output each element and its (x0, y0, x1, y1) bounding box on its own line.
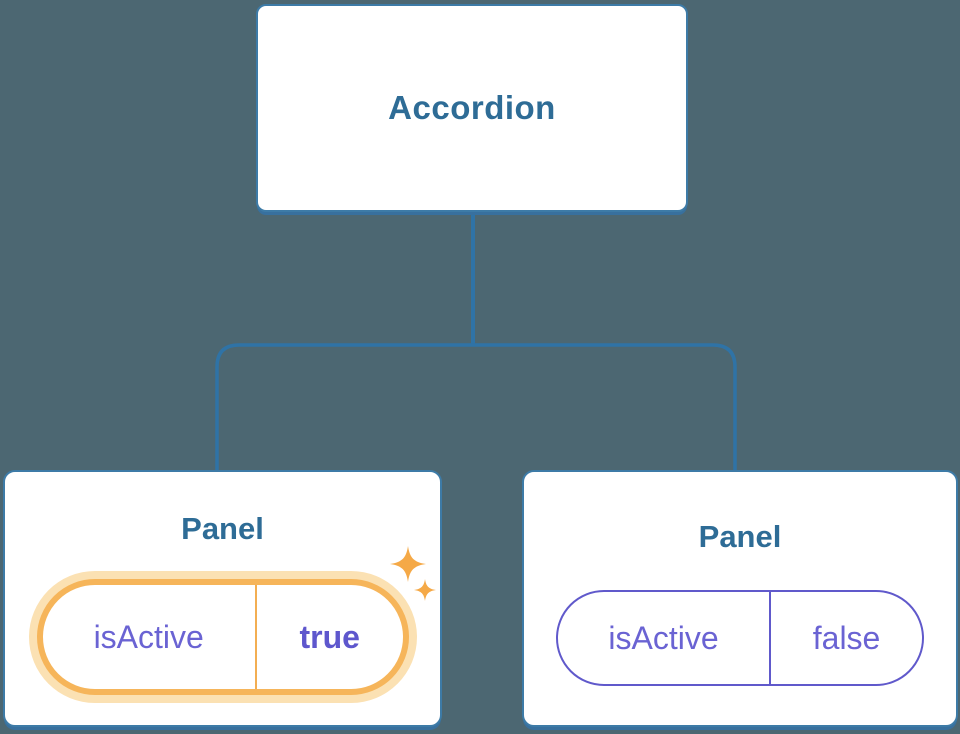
connector-branch (215, 343, 737, 471)
accordion-label: Accordion (388, 89, 556, 126)
state-prop-name: isActive (43, 585, 257, 689)
sparkle-small (414, 579, 436, 601)
panel-label: Panel (181, 511, 264, 546)
state-prop-name: isActive (558, 592, 772, 684)
state-pill-active: isActive true (36, 579, 409, 695)
panel-node-active: Panel isActive true (3, 470, 442, 727)
panel-node-inactive: Panel isActive false (522, 470, 958, 727)
state-prop-value: false (812, 619, 881, 656)
sparkle-large (390, 546, 426, 582)
state-pill-inactive: isActive false (556, 590, 924, 686)
accordion-node: Accordion (256, 4, 688, 212)
state-prop-value: true (299, 618, 360, 655)
panel-label: Panel (698, 519, 782, 554)
